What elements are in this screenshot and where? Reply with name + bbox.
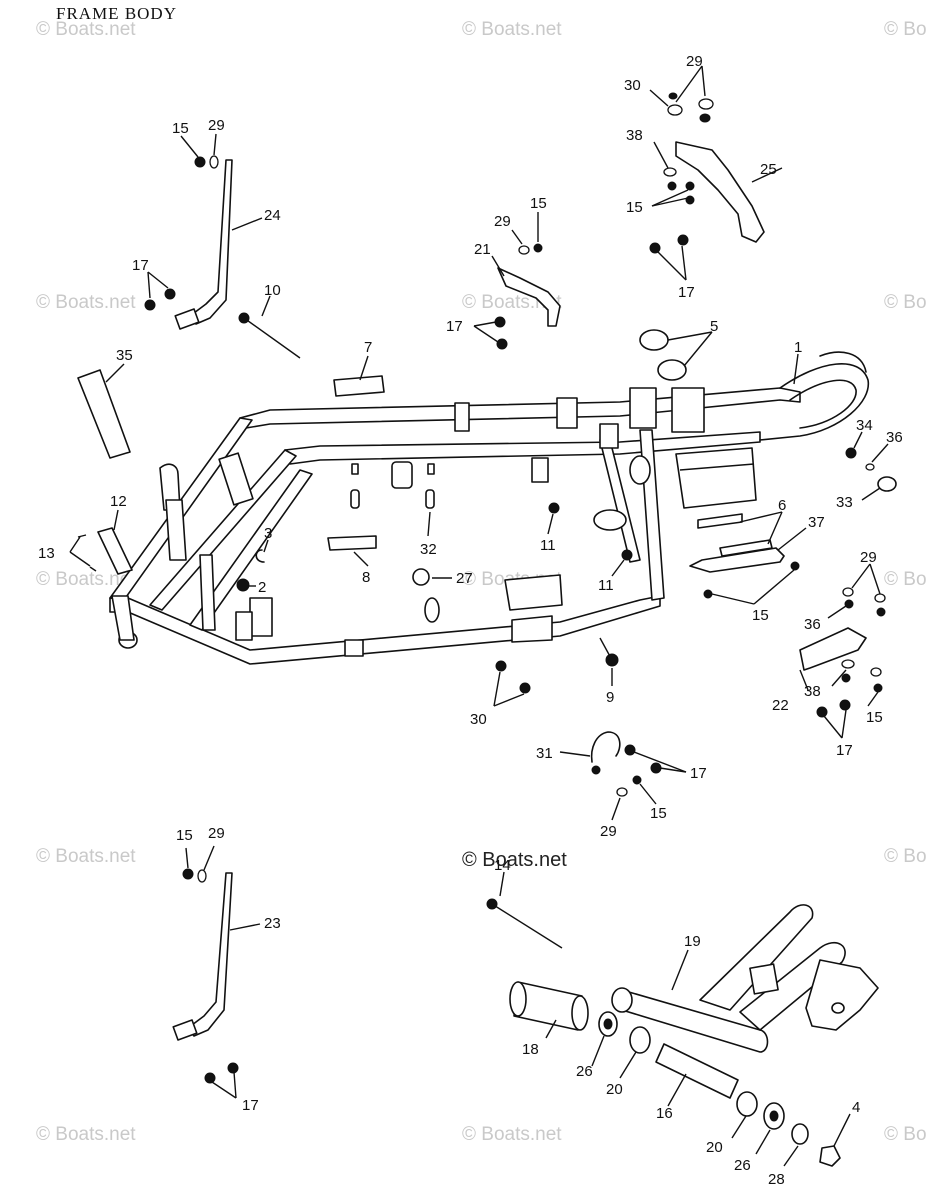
callout-17: 17 — [132, 257, 149, 274]
callout-38: 38 — [804, 683, 821, 700]
watermark: © Boats.net — [36, 19, 136, 40]
leader-lines — [69, 65, 889, 1167]
watermark: © Boats.net — [884, 846, 926, 867]
callout-6: 6 — [778, 497, 786, 514]
callout-17: 17 — [678, 284, 695, 301]
callout-19: 19 — [684, 933, 701, 950]
callout-34: 34 — [856, 417, 873, 434]
callout-labels: 15 29 24 17 10 35 7 29 15 21 17 29 30 38… — [38, 53, 903, 1188]
callout-29: 29 — [494, 213, 511, 230]
small-parts — [77, 92, 897, 1084]
callout-14: 14 — [494, 857, 511, 874]
callout-15: 15 — [626, 199, 643, 216]
callout-3: 3 — [264, 525, 272, 542]
callout-15: 15 — [752, 607, 769, 624]
callout-20: 20 — [706, 1139, 723, 1156]
callout-16: 16 — [656, 1105, 673, 1122]
callout-17: 17 — [242, 1097, 259, 1114]
callout-29: 29 — [208, 825, 225, 842]
watermark: © Boats.net — [884, 1124, 926, 1145]
callout-27: 27 — [456, 570, 473, 587]
callout-8: 8 — [362, 569, 370, 586]
callout-17: 17 — [446, 318, 463, 335]
callout-26: 26 — [576, 1063, 593, 1080]
callout-20: 20 — [606, 1081, 623, 1098]
watermark: © Boats.net — [884, 292, 926, 313]
callout-18: 18 — [522, 1041, 539, 1058]
callout-30: 30 — [470, 711, 487, 728]
callout-22: 22 — [772, 697, 789, 714]
watermark: © Boats.net — [36, 569, 136, 590]
callout-9: 9 — [606, 689, 614, 706]
callout-21: 21 — [474, 241, 491, 258]
callout-11: 11 — [540, 537, 556, 554]
callout-31: 31 — [536, 745, 553, 762]
callout-11: 11 — [598, 577, 614, 594]
callout-15: 15 — [650, 805, 667, 822]
callout-26: 26 — [734, 1157, 751, 1174]
callout-4: 4 — [852, 1099, 860, 1116]
watermark: © Boats.net — [462, 19, 562, 40]
callout-29: 29 — [686, 53, 703, 70]
watermark: © Boats.net — [462, 1124, 562, 1145]
callout-37: 37 — [808, 514, 825, 531]
callout-23: 23 — [264, 915, 281, 932]
callout-38: 38 — [626, 127, 643, 144]
callout-10: 10 — [264, 282, 281, 299]
callout-33: 33 — [836, 494, 853, 511]
callout-36: 36 — [886, 429, 903, 446]
swingarm-assembly — [509, 904, 879, 1167]
callout-25: 25 — [760, 161, 777, 178]
callout-24: 24 — [264, 207, 281, 224]
callout-17: 17 — [836, 742, 853, 759]
callout-29: 29 — [600, 823, 617, 840]
diagram-title: FRAME BODY — [56, 4, 177, 23]
watermark: © Boats.net — [36, 1124, 136, 1145]
callout-1: 1 — [794, 339, 802, 356]
callout-12: 12 — [110, 493, 127, 510]
main-frame — [109, 351, 870, 665]
callout-36: 36 — [804, 616, 821, 633]
watermark: © Boats.net — [36, 846, 136, 867]
watermark: © Boats.net — [36, 292, 136, 313]
callout-15: 15 — [530, 195, 547, 212]
callout-2: 2 — [258, 579, 266, 596]
callout-5: 5 — [710, 318, 718, 335]
callout-15: 15 — [172, 120, 189, 137]
callout-29: 29 — [860, 549, 877, 566]
callout-15: 15 — [866, 709, 883, 726]
callout-35: 35 — [116, 347, 133, 364]
callout-7: 7 — [364, 339, 372, 356]
watermark: © Boats.net — [884, 19, 926, 40]
callout-13: 13 — [38, 545, 55, 562]
callout-15: 15 — [176, 827, 193, 844]
watermark: © Boats.net — [884, 569, 926, 590]
callout-29: 29 — [208, 117, 225, 134]
callout-17: 17 — [690, 765, 707, 782]
watermark-center: © Boats.net — [462, 849, 567, 871]
callout-30: 30 — [624, 77, 641, 94]
callout-32: 32 — [420, 541, 437, 558]
callout-28: 28 — [768, 1171, 785, 1188]
